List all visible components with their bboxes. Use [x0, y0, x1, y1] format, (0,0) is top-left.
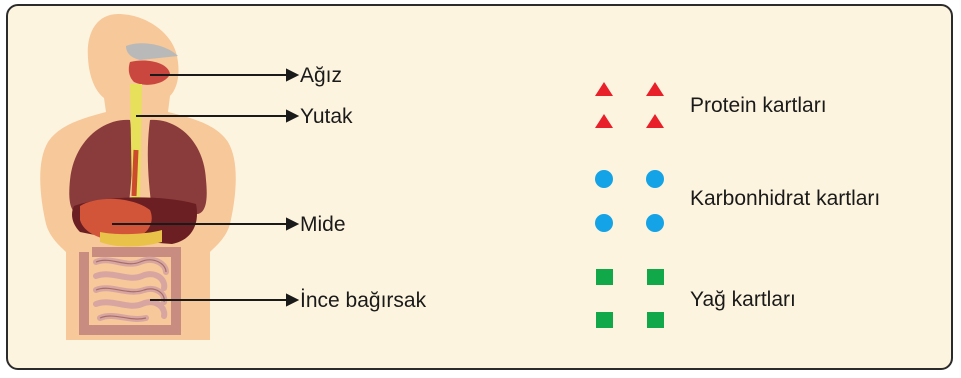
- arrowhead-pharynx: [286, 109, 300, 123]
- carbohydrate-circle: [646, 214, 664, 232]
- stomach-organ: [80, 198, 152, 241]
- nasal-cavity: [126, 43, 178, 60]
- fat-square: [647, 312, 664, 328]
- label-pharynx: Yutak: [300, 105, 353, 128]
- fat-square: [647, 269, 664, 285]
- label-stomach: Mide: [300, 213, 346, 236]
- fat-markers: [596, 269, 664, 328]
- label-mouth: Ağız: [300, 64, 343, 87]
- esophagus-line: [131, 149, 139, 197]
- left-lung: [69, 119, 133, 214]
- fat-square: [596, 312, 613, 328]
- arrowhead-mouth: [286, 68, 300, 82]
- small-intestine-outline: [95, 259, 167, 320]
- mouth-cavity: [128, 60, 170, 85]
- fat-square: [596, 269, 613, 285]
- label-small-intestine: İnce bağırsak: [300, 289, 427, 312]
- carbohydrate-markers: [595, 170, 664, 232]
- large-intestine: [79, 247, 181, 335]
- arrowhead-stomach: [286, 217, 300, 231]
- legend-carbohydrate: Karbonhidrat kartları: [690, 187, 881, 210]
- protein-triangle: [595, 82, 613, 96]
- right-lung: [147, 119, 207, 214]
- protein-markers: [595, 82, 664, 128]
- carbohydrate-circle: [595, 214, 613, 232]
- arrowhead-small-intestine: [286, 293, 300, 307]
- protein-triangle: [646, 114, 664, 128]
- pancreas: [100, 230, 162, 247]
- protein-triangle: [646, 82, 664, 96]
- protein-triangle: [595, 114, 613, 128]
- legend-protein: Protein kartları: [690, 94, 827, 117]
- carbohydrate-circle: [595, 170, 613, 188]
- legend-fat: Yağ kartları: [690, 288, 796, 311]
- carbohydrate-circle: [646, 170, 664, 188]
